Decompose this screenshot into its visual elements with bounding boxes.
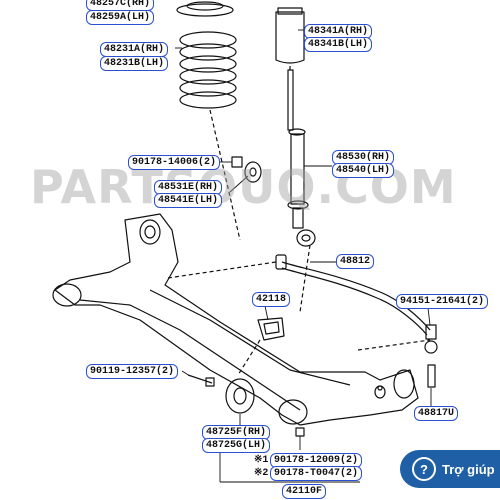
label-90178-t0047[interactable]: 90178-T0047(2) (270, 466, 363, 481)
label-48341b[interactable]: 48341B(LH) (304, 37, 373, 52)
axle-bush-part (225, 378, 255, 414)
label-48231b[interactable]: 48231B(LH) (100, 56, 169, 71)
stabilizer-bar-part (275, 254, 431, 336)
axle-beam-part (52, 213, 419, 426)
label-48812[interactable]: 48812 (336, 254, 375, 269)
note-mark-2: ※2 (254, 468, 269, 479)
boot-part (275, 7, 305, 70)
spring-centerline (209, 109, 241, 241)
bushing-part (257, 317, 285, 341)
label-94151-21641[interactable]: 94151-21641(2) (396, 294, 489, 309)
small-nut-part (295, 427, 305, 437)
help-icon: ? (412, 457, 436, 481)
label-48817u[interactable]: 48817U (414, 406, 459, 421)
leader-lines (175, 29, 432, 483)
stabilizer-link-part (424, 324, 438, 388)
label-42110f[interactable]: 42110F (282, 484, 327, 499)
help-label: Trợ giúp (442, 461, 495, 477)
label-48231a[interactable]: 48231A(RH) (100, 42, 169, 57)
note-mark-1: ※1 (254, 455, 269, 466)
label-48541e[interactable]: 48541E(LH) (154, 193, 223, 208)
label-48540[interactable]: 48540(LH) (332, 163, 395, 178)
nut-washer-part (231, 156, 262, 183)
shock-absorber-part (287, 69, 316, 247)
label-48259a[interactable]: 48259A(LH) (86, 10, 155, 25)
spring-seat-part (176, 1, 234, 17)
beam-bolt-part (187, 374, 215, 387)
label-48341a[interactable]: 48341A(RH) (304, 24, 373, 39)
connection-lines (167, 244, 431, 376)
label-42118[interactable]: 42118 (252, 292, 291, 307)
label-48725g[interactable]: 48725G(LH) (202, 438, 271, 453)
coil-spring-part (179, 31, 237, 109)
label-90178-14006[interactable]: 90178-14006(2) (128, 155, 221, 170)
help-button[interactable]: ? Trợ giúp (400, 450, 500, 488)
label-90119-12357[interactable]: 90119-12357(2) (86, 364, 179, 379)
